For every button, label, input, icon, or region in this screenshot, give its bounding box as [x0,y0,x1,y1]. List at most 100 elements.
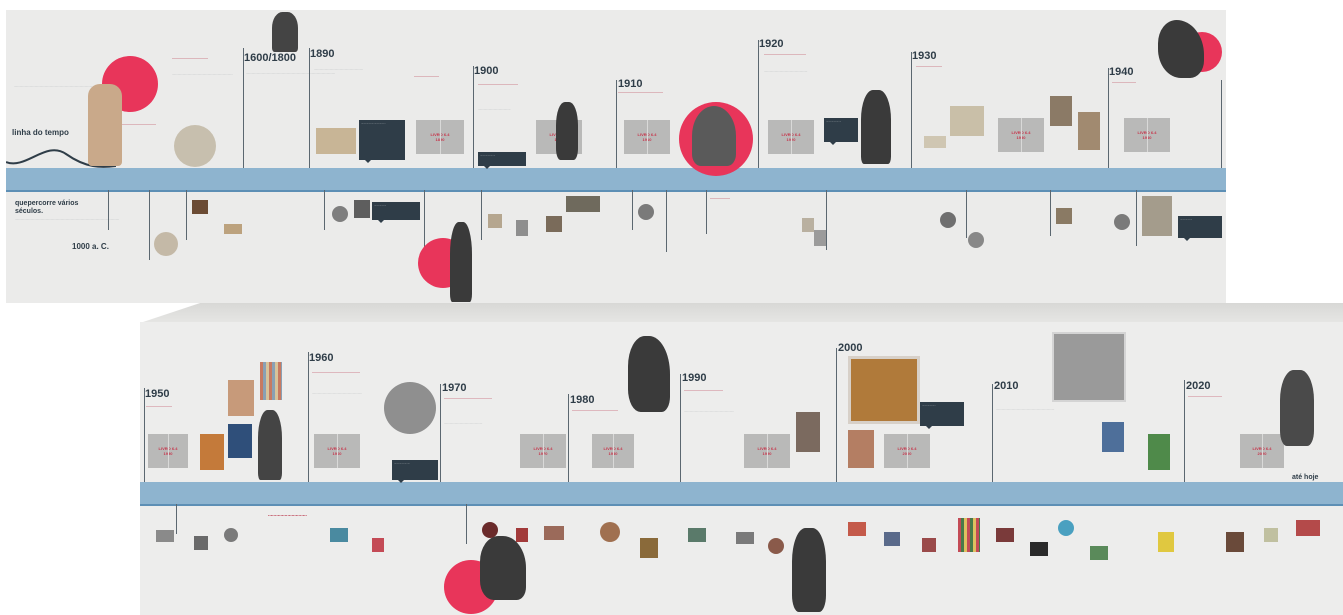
year-line-1930 [911,52,912,168]
tick-top-10 [826,190,827,250]
shirt-photo-2000 [848,356,920,424]
year-line-1940 [1108,68,1109,168]
magazine-2010-a [1102,422,1124,452]
thumb-b-15 [848,522,866,536]
year-line-1990 [680,374,681,482]
side-heading-text: ........................................… [15,217,120,221]
year-label-1930: 1930 [912,50,937,62]
tick-b-6 [466,504,467,544]
magazine-2010-b [1148,434,1170,470]
thumb-top-5 [488,214,502,228]
thumb-b-23 [1158,532,1174,552]
text-2010: ........................................… [996,407,1055,411]
placeholder-1980: LIVRO 6.4 1980 [592,434,634,468]
thumb-b-1 [156,530,174,542]
thumb-top-10 [802,218,814,232]
thumb-top-7 [546,216,562,232]
end-label: até hoje [1292,474,1319,481]
tick-b-1 [176,504,177,534]
thumb-top-6 [516,220,528,236]
timeline-band [6,168,1226,190]
year-line-end-top [1221,80,1222,168]
magazine-1990 [796,412,820,452]
tick-top-7 [632,190,633,230]
newspaper-photo-1930 [950,106,984,136]
timeline-panel-top: linha do tempo .........................… [6,10,1226,303]
note-card-2000: ................... [920,402,964,429]
heading-1910: ........................................… [618,90,663,94]
year-label-1960: 1960 [309,352,334,364]
magazine-1950-b [228,424,252,458]
skater-silhouette-1950 [258,410,282,480]
red-note-1960: ............................ [268,512,307,518]
thumb-top-1 [192,200,208,214]
tick-top-11 [966,190,967,238]
timeline-title: linha do tempo [12,128,69,137]
thumb-b-13 [736,532,754,544]
placeholder-1890: LIVRO 6.4 1890 [416,120,464,154]
year-label-1920: 1920 [759,38,784,50]
antiquity-heading: .................................... [172,56,208,60]
placeholder-1950: LIVRO 6.4 1950 [148,434,188,468]
thumb-top-8 [566,196,600,212]
thumb-top-9 [638,204,654,220]
text-1600: ........................................… [246,71,336,75]
text-1960: ........................................… [312,391,363,395]
year-label-2000: 2000 [838,342,863,354]
thumb-top-15 [1114,214,1130,230]
thumb-b-7 [482,522,498,538]
thumb-top-13 [968,232,984,248]
tick-top-12 [1050,190,1051,236]
heading-1890: ......................... [414,74,439,78]
thumb-b-5 [372,538,384,552]
thumb-b-12 [688,528,706,542]
tick-top-2 [149,190,150,260]
thumb-b-16 [884,532,900,546]
text-1900: ....................................... [478,107,511,111]
thumb-b-17 [922,538,936,552]
thumb-b-25 [1264,528,1278,542]
year-line-1600 [243,48,244,168]
heading-1920: ........................................… [764,52,806,56]
timeline-band-underline [6,190,1226,192]
clipping-photo-1930 [924,136,946,148]
year-label-1900: 1900 [474,65,499,77]
thumb-b-4 [330,528,348,542]
text-1970: ........................................… [444,421,483,425]
magazine-1950-c [228,380,254,416]
year-line-1920 [758,40,759,168]
placeholder-1910: LIVRO 6.4 1910 [624,120,670,154]
bust-photo [154,232,178,256]
heading-2020: .................................. [1188,394,1222,398]
driver-photo-1910 [692,106,736,166]
placeholder-1990: LIVRO 6.4 1990 [744,434,790,468]
antiquity-text: ........................................… [172,72,233,76]
thumb-top-3 [332,206,348,222]
heading-1960: ........................................… [312,370,360,374]
note-card-below-1940: ................. [1178,216,1222,241]
year-line-2010 [992,384,993,482]
side-heading: quepercorre vários séculos. [15,200,79,215]
runner-silhouette-1970 [628,336,670,412]
thumb-b-19 [996,528,1014,542]
year-line-1910 [616,80,617,168]
photo-1930-a [1050,96,1072,126]
note-card-1900: ..................... [478,152,526,169]
tick-top-1 [108,190,109,230]
text-1890: ........................................… [314,67,364,71]
magazine-2000 [848,430,874,468]
tick-top-9 [706,190,707,234]
placeholder-2020: LIVRO 6.4 2020 [1240,434,1284,468]
thumb-b-26 [1296,520,1320,536]
thumb-b-21 [1058,520,1074,536]
panel-bevel [140,303,1343,323]
thumb-b-10 [600,522,620,542]
thumb-top-16 [1142,196,1172,236]
heading-1940: ........................ [1112,80,1136,84]
text-1990: ........................................… [684,409,735,413]
year-label-1970: 1970 [442,382,467,394]
title-swoosh [6,149,116,168]
thumb-b-3 [224,528,238,542]
basketball-silhouette [480,536,526,600]
thumb-b-18 [958,518,980,552]
